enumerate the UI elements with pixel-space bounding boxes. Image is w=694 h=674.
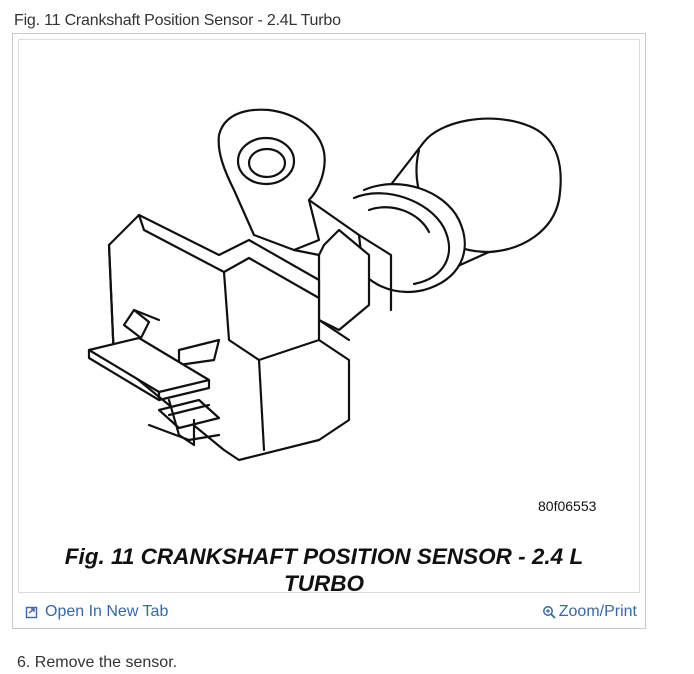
zoom-print-label: Zoom/Print: [558, 603, 637, 620]
figure-container: 80f06553 Fig. 11 CRANKSHAFT POSITION SEN…: [12, 33, 646, 629]
figure-image-area[interactable]: 80f06553 Fig. 11 CRANKSHAFT POSITION SEN…: [18, 39, 640, 593]
figure-title: Fig. 11 CRANKSHAFT POSITION SENSOR - 2.4…: [19, 543, 629, 593]
figure-title-line-2: TURBO: [284, 571, 364, 593]
open-new-tab-icon: [25, 606, 38, 619]
figure-toolbar: Open In New Tab Zoom/Print: [13, 596, 645, 628]
zoom-print-link[interactable]: Zoom/Print: [542, 603, 637, 621]
step-instruction: 6. Remove the sensor.: [17, 654, 178, 671]
figure-code: 80f06553: [538, 498, 597, 514]
zoom-magnifier-icon: [542, 606, 556, 619]
figure-title-line-1: Fig. 11 CRANKSHAFT POSITION SENSOR - 2.4…: [64, 544, 584, 569]
figure-caption: Fig. 11 Crankshaft Position Sensor - 2.4…: [14, 12, 341, 29]
open-in-new-tab-link[interactable]: Open In New Tab: [25, 603, 168, 621]
open-in-new-tab-label: Open In New Tab: [45, 603, 169, 620]
crankshaft-sensor-illustration: [87, 108, 562, 462]
